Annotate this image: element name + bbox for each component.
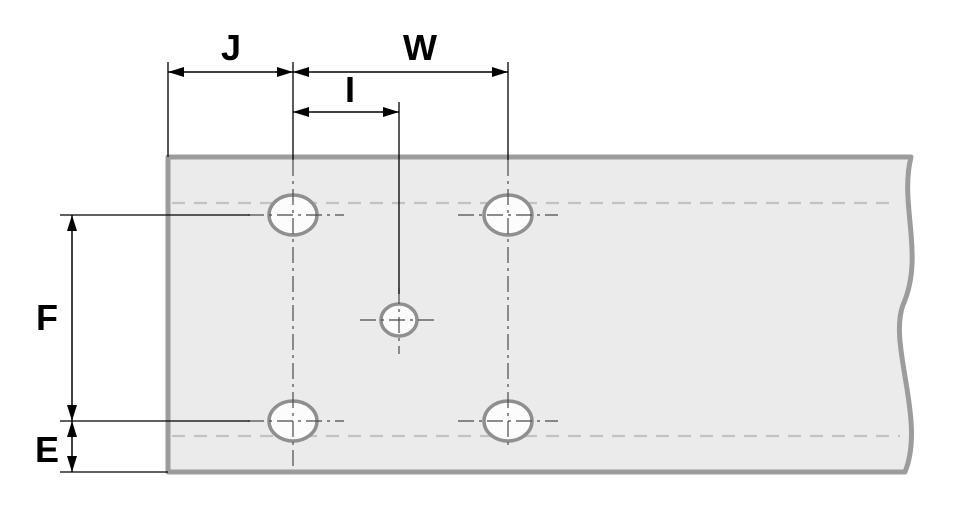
- arrowhead-j-left: [168, 67, 184, 77]
- arrowhead-i-left: [293, 107, 309, 117]
- dimension-label-j: J: [221, 27, 241, 68]
- arrowhead-f-top: [67, 215, 77, 231]
- arrowhead-f-bottom: [67, 405, 77, 421]
- arrowhead-w-right: [492, 67, 508, 77]
- arrowhead-i-right: [383, 107, 399, 117]
- dimension-label-w: W: [403, 27, 437, 68]
- arrowhead-e-bottom: [67, 456, 77, 472]
- dimension-label-f: F: [36, 297, 58, 338]
- plate-body: [165, 154, 915, 475]
- arrowhead-w-left: [293, 67, 309, 77]
- arrowhead-j-right: [277, 67, 293, 77]
- dimension-label-i: I: [345, 69, 355, 110]
- dimension-label-e: E: [35, 429, 59, 470]
- arrowhead-e-top: [67, 421, 77, 437]
